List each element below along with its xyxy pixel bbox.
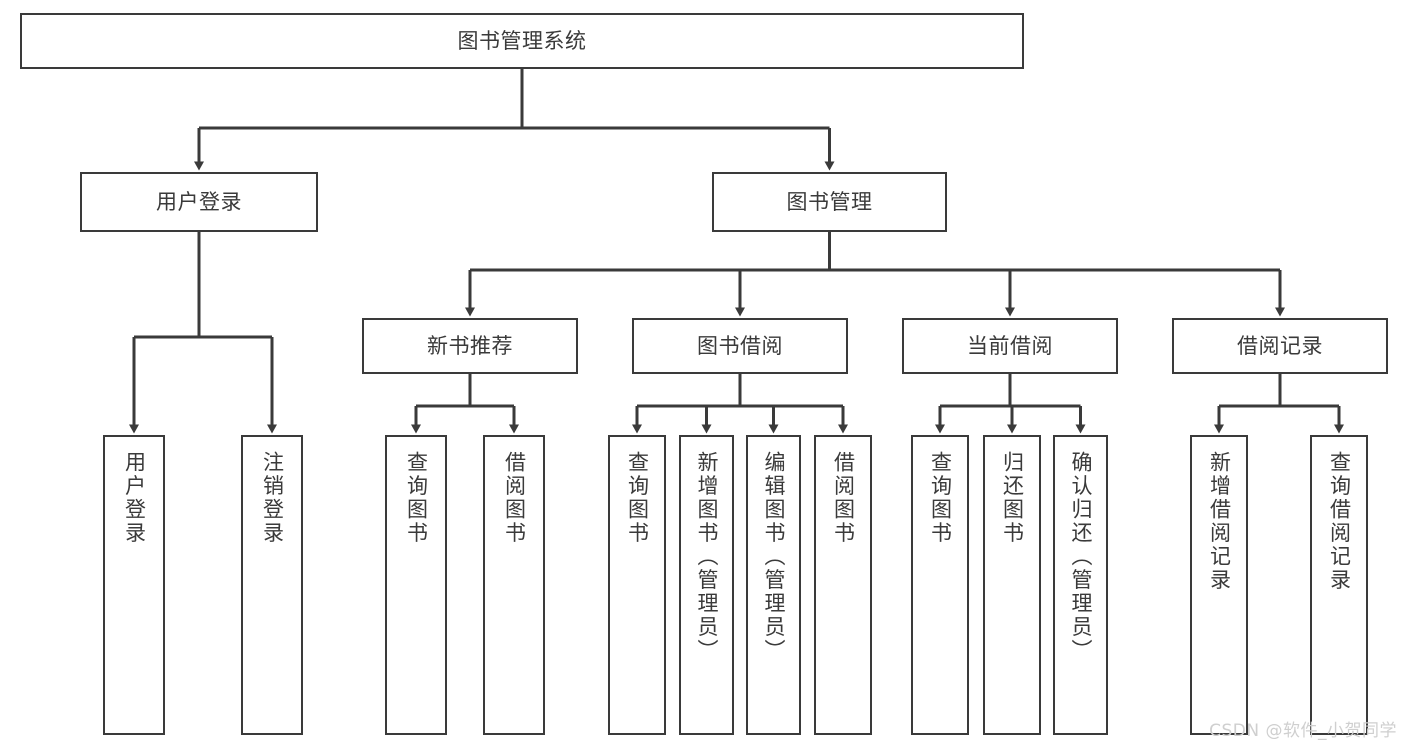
node-label: 借阅记录	[1237, 333, 1323, 358]
node-label: 新增图书（管理员）	[695, 451, 719, 663]
node-leaf-confirm-return: 确认归还（管理员）	[1053, 435, 1108, 735]
node-label: 图书管理系统	[457, 28, 587, 53]
node-user-login: 用户登录	[80, 172, 318, 232]
node-leaf-user-login: 用户登录	[103, 435, 165, 735]
node-label: 查询借阅记录	[1327, 451, 1352, 592]
node-leaf-add-book: 新增图书（管理员）	[679, 435, 734, 735]
node-book-manage: 图书管理	[712, 172, 947, 232]
node-leaf-logout: 注销登录	[241, 435, 303, 735]
node-leaf-query-record: 查询借阅记录	[1310, 435, 1368, 735]
node-borrow-record: 借阅记录	[1172, 318, 1388, 374]
node-book-borrow: 图书借阅	[632, 318, 848, 374]
node-leaf-borrow-book-b: 借阅图书	[814, 435, 872, 735]
node-label: 新增借阅记录	[1207, 451, 1232, 592]
node-leaf-return-book: 归还图书	[983, 435, 1041, 735]
node-label: 借阅图书	[502, 451, 527, 545]
node-label: 图书管理	[786, 189, 873, 214]
node-label: 当前借阅	[967, 333, 1053, 358]
node-label: 归还图书	[1000, 451, 1025, 545]
node-label: 用户登录	[122, 451, 147, 545]
node-label: 借阅图书	[831, 451, 856, 545]
node-current-borrow: 当前借阅	[902, 318, 1118, 374]
node-leaf-add-record: 新增借阅记录	[1190, 435, 1248, 735]
node-leaf-query-book-rec: 查询图书	[385, 435, 447, 735]
node-label: 用户登录	[156, 189, 242, 214]
node-label: 注销登录	[260, 451, 285, 545]
node-root: 图书管理系统	[20, 13, 1024, 69]
node-new-book-rec: 新书推荐	[362, 318, 578, 374]
node-leaf-edit-book: 编辑图书（管理员）	[746, 435, 801, 735]
node-label: 查询图书	[625, 451, 650, 545]
node-leaf-borrow-book-rec: 借阅图书	[483, 435, 545, 735]
node-leaf-query-book-b: 查询图书	[608, 435, 666, 735]
node-leaf-query-book-c: 查询图书	[911, 435, 969, 735]
node-label: 新书推荐	[427, 333, 513, 358]
node-label: 编辑图书（管理员）	[762, 451, 786, 663]
node-label: 查询图书	[928, 451, 953, 545]
node-label: 图书借阅	[697, 333, 783, 358]
node-label: 查询图书	[404, 451, 429, 545]
node-label: 确认归还（管理员）	[1069, 451, 1093, 663]
